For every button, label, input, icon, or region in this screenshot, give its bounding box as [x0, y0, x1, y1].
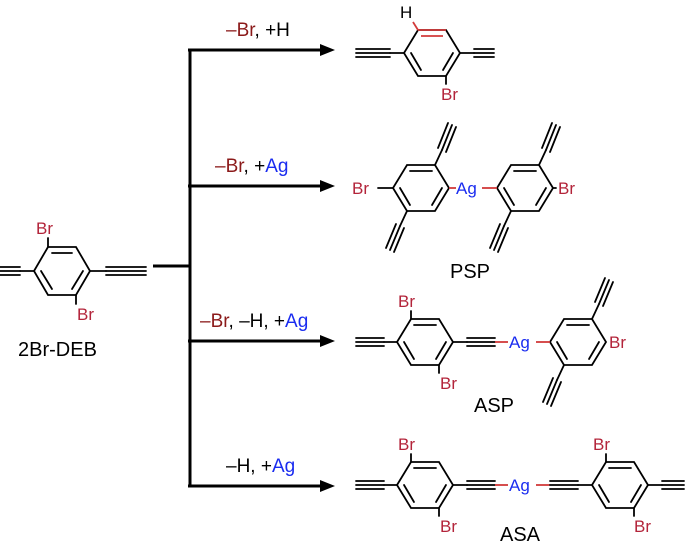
route-3-condition-part-1: –Br: [200, 311, 230, 332]
product-2-label: PSP: [450, 261, 490, 283]
product-2-molecule: Br Ag Br: [352, 122, 575, 253]
route-4-condition-part-2: Ag: [272, 456, 295, 477]
route-1-condition: –Br, +H: [226, 20, 290, 41]
branching-arrows: [153, 44, 335, 492]
product-1-molecule: H Br: [355, 3, 495, 104]
route-3-condition-part-3: Ag: [285, 311, 308, 332]
product-2-ag: Ag: [456, 179, 477, 198]
product-4-molecule: Br Br Ag Br Br: [355, 435, 685, 536]
product-4-label: ASA: [500, 524, 541, 543]
route-4-condition: –H, +Ag: [226, 456, 295, 477]
route-3-condition: –Br, –H, +Ag: [200, 311, 308, 332]
product-4-br-bottom-left: Br: [440, 517, 457, 536]
product-3-br-top: Br: [398, 292, 415, 311]
product-3-br-bottom: Br: [440, 374, 457, 393]
reactant-br-top: Br: [36, 219, 53, 238]
route-4-condition-part-1: –H, +: [226, 456, 272, 477]
reactant-br-bottom: Br: [77, 305, 94, 324]
product-2-br-right: Br: [558, 179, 575, 198]
reactant-label: 2Br-DEB: [18, 339, 97, 361]
route-2-condition-part-2: , +: [244, 156, 266, 177]
route-2-condition-part-1: –Br: [215, 156, 245, 177]
product-1-h: H: [400, 3, 412, 22]
product-3-label: ASP: [474, 395, 514, 417]
reactant-molecule: Br Br: [0, 219, 147, 324]
product-4-br-bottom-right: Br: [634, 517, 651, 536]
product-1-br: Br: [441, 85, 458, 104]
product-4-br-top-right: Br: [593, 435, 610, 454]
route-2-condition: –Br, +Ag: [215, 156, 288, 177]
route-3-condition-part-2: , –H, +: [229, 311, 286, 332]
route-2-condition-part-3: Ag: [265, 156, 288, 177]
product-3-molecule: Br Br Ag Br: [355, 277, 626, 407]
route-1-condition-part-1: –Br: [226, 20, 256, 41]
product-3-ag: Ag: [509, 333, 530, 352]
product-4-br-top-left: Br: [398, 435, 415, 454]
route-1-condition-part-2: , +H: [255, 20, 290, 41]
product-3-br-right: Br: [609, 333, 626, 352]
product-2-br-left: Br: [352, 179, 369, 198]
product-4-ag: Ag: [509, 476, 530, 495]
